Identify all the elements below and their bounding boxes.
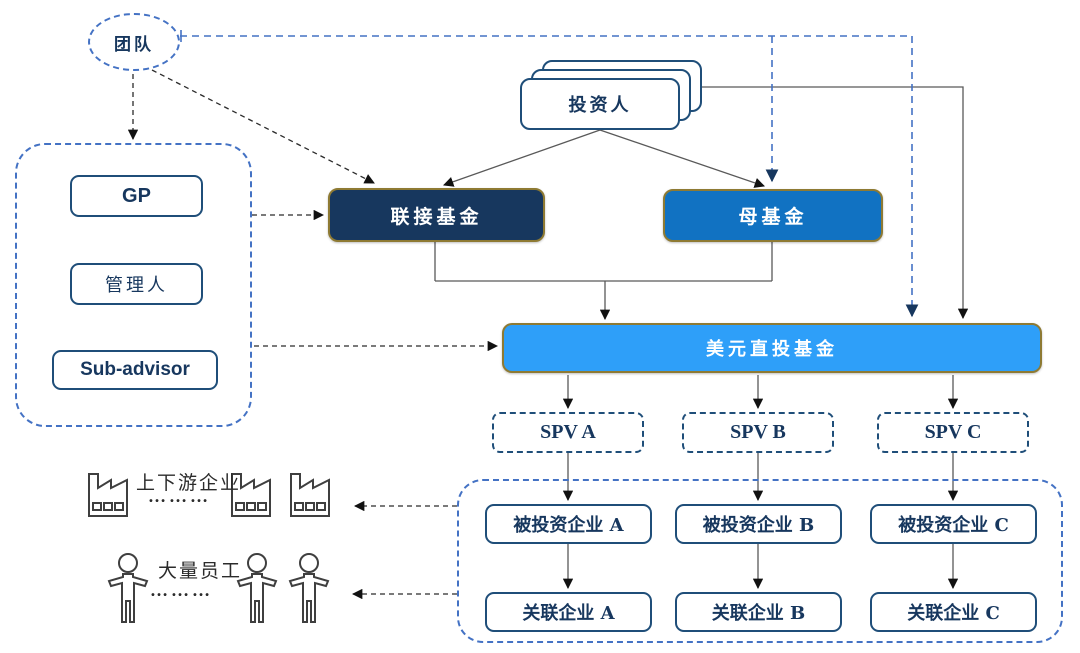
spv-b-node: SPV B — [682, 412, 834, 453]
invested-a-node: 被投资企业 A — [485, 504, 652, 544]
affiliate-b-label: 关联企业 B — [711, 603, 806, 624]
spv-a-node: SPV A — [492, 412, 644, 453]
employees-label: 大量员工 — [158, 560, 243, 582]
upstream-label: 上下游企业 — [136, 472, 242, 494]
feeder-fund-node: 联接基金 — [328, 188, 545, 242]
manager-node: 管理人 — [70, 263, 203, 305]
manager-label: 管理人 — [105, 275, 168, 296]
affiliate-c-node: 关联企业 C — [870, 592, 1037, 632]
mother-fund-label: 母基金 — [738, 206, 808, 228]
investors-label: 投资人 — [568, 95, 632, 116]
person-icon — [236, 553, 278, 623]
feeder-fund-label: 联接基金 — [390, 205, 483, 228]
person-icon — [107, 553, 149, 623]
upstream-dots: ……… — [148, 486, 211, 506]
gp-label: GP — [122, 184, 151, 207]
employees-dots: ……… — [150, 580, 213, 600]
factory-icon — [231, 473, 271, 517]
invested-c-node: 被投资企业 C — [870, 504, 1037, 544]
invested-b-node: 被投资企业 B — [675, 504, 842, 544]
invested-b-label: 被投资企业 B — [702, 515, 815, 536]
gp-node: GP — [70, 175, 203, 217]
solid-connectors — [434, 86, 969, 590]
team-node: 团队 — [88, 13, 180, 71]
dashed-dark-connectors — [127, 69, 499, 600]
spv-b-label: SPV B — [730, 421, 786, 443]
mother-fund-node: 母基金 — [663, 189, 883, 242]
affiliate-c-label: 关联企业 C — [907, 603, 1000, 624]
person-icons — [107, 553, 330, 623]
invested-a-label: 被投资企业 A — [513, 515, 624, 536]
team-label: 团队 — [114, 34, 154, 55]
usd-fund-node: 美元直投基金 — [502, 323, 1042, 373]
portfolio-container — [457, 479, 1063, 643]
spv-c-node: SPV C — [877, 412, 1029, 453]
affiliate-a-label: 关联企业 A — [522, 603, 615, 624]
gp-manager-panel — [15, 143, 252, 427]
invested-c-label: 被投资企业 C — [898, 515, 1009, 536]
factory-icons — [88, 473, 330, 517]
spv-c-label: SPV C — [924, 421, 982, 443]
spv-a-label: SPV A — [540, 421, 596, 443]
usd-fund-label: 美元直投基金 — [706, 339, 838, 360]
dashed-blue-connectors — [180, 30, 919, 318]
sub-advisor-node: Sub-advisor — [52, 350, 218, 390]
person-icon — [288, 553, 330, 623]
affiliate-a-node: 关联企业 A — [485, 592, 652, 632]
affiliate-b-node: 关联企业 B — [675, 592, 842, 632]
investors-node: 投资人 — [520, 78, 680, 130]
sub-advisor-label: Sub-advisor — [80, 359, 190, 380]
factory-icon — [88, 473, 128, 517]
factory-icon — [290, 473, 330, 517]
